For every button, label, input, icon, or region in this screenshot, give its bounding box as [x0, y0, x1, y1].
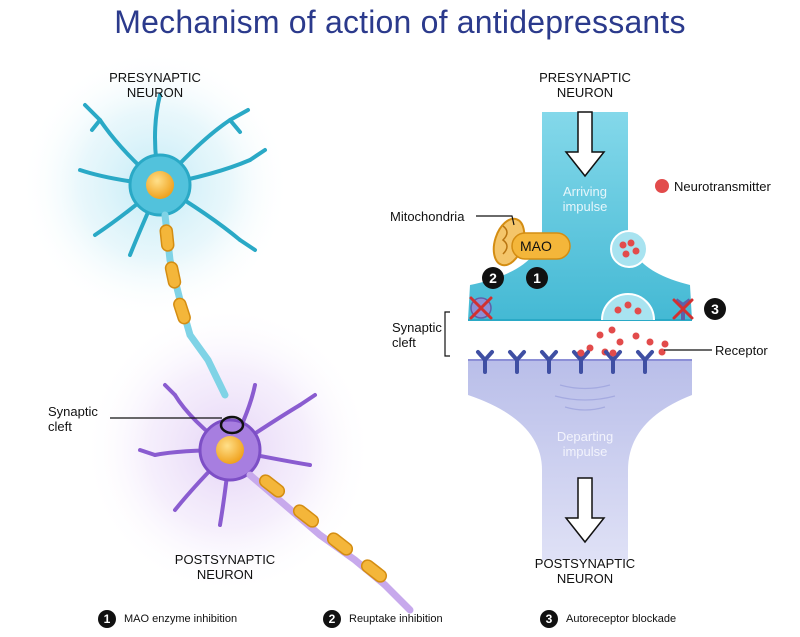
legend-text-3: Autoreceptor blockade: [566, 613, 677, 625]
legend-text-2: Reuptake inhibition: [349, 613, 443, 625]
marker-3-autoreceptor: 3: [704, 298, 726, 320]
mitochondria-leader-line: [476, 215, 515, 226]
legend-badge-1: 1: [98, 610, 116, 628]
legend-item-autoreceptor: 3 Autoreceptor blockade: [540, 609, 676, 629]
neurotransmitter-label: Neurotransmitter: [674, 179, 771, 194]
bound-neurotransmitter: [577, 348, 666, 357]
synaptic-cleft-marker: [219, 415, 245, 435]
left-presynaptic-label: PRESYNAPTIC NEURON: [109, 70, 201, 100]
legend-text-1: MAO enzyme inhibition: [124, 613, 238, 625]
departing-impulse-label: Departing impulse: [556, 429, 614, 459]
autoreceptor-blocked: [672, 298, 694, 320]
legend-badge-3: 3: [540, 610, 558, 628]
postsynaptic-terminal: [468, 360, 692, 560]
presynaptic-axon: [159, 211, 229, 399]
arriving-impulse-label: Arriving impulse: [562, 184, 608, 214]
right-postsynaptic-label: POSTSYNAPTIC NEURON: [534, 556, 636, 586]
left-postsynaptic-label: POSTSYNAPTIC NEURON: [174, 552, 276, 582]
right-cleft-bracket: [444, 311, 450, 357]
page-title: Mechanism of action of antidepressants: [114, 4, 686, 40]
mitochondria-label: Mitochondria: [390, 209, 465, 224]
postsynaptic-axon: [246, 471, 414, 614]
presynaptic-terminal: [468, 112, 692, 320]
mao-enzyme: [511, 232, 571, 260]
arriving-impulse-arrow: [564, 111, 606, 178]
receptor-label: Receptor: [715, 343, 768, 358]
vesicle-upper: [610, 230, 648, 268]
mao-label: MAO: [520, 238, 552, 254]
vesicle-fusing: [601, 293, 655, 321]
marker-1-mao: 1: [526, 267, 548, 289]
postsynaptic-neuron-cell: [138, 383, 317, 527]
legend-badge-2: 2: [323, 610, 341, 628]
right-synaptic-cleft-label: Synaptic cleft: [392, 320, 442, 350]
left-synaptic-cleft-label: Synaptic cleft: [48, 404, 98, 434]
presynaptic-neuron-cell: [78, 93, 267, 257]
neurotransmitter-particles: [576, 326, 669, 358]
legend-item-reuptake: 2 Reuptake inhibition: [323, 609, 443, 629]
reuptake-transporter-blocked: [469, 296, 493, 320]
legend-item-mao: 1 MAO enzyme inhibition: [98, 609, 237, 629]
marker-2-reuptake: 2: [482, 267, 504, 289]
receptors: [476, 350, 654, 374]
neurotransmitter-legend-dot: [655, 179, 669, 193]
departing-impulse-arrow: [564, 477, 606, 544]
right-presynaptic-label: PRESYNAPTIC NEURON: [539, 70, 631, 100]
postsynaptic-shading: [554, 384, 616, 411]
